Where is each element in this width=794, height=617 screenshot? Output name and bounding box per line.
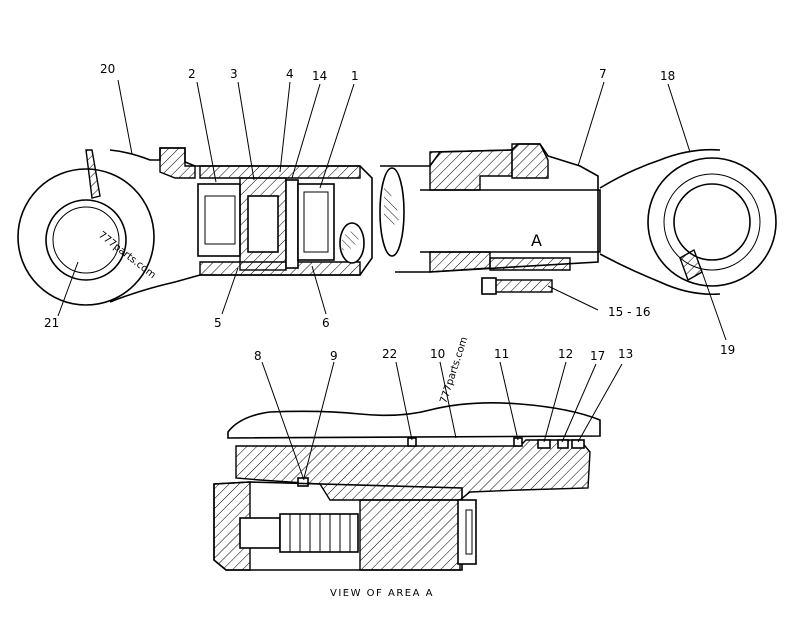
gland-bolt-head [481, 277, 497, 295]
piston-nut-face [204, 195, 236, 245]
detail-bolt-threads [289, 514, 351, 552]
callout-20: 20 [100, 62, 115, 76]
detail-wiper-13 [571, 439, 585, 449]
callout-13: 13 [618, 347, 633, 361]
callout-14: 14 [312, 69, 327, 83]
leader-lines [57, 79, 727, 481]
detail-gland-body [235, 439, 591, 501]
detail-o-ring-9 [297, 477, 309, 487]
eye-bushing-inner [52, 206, 120, 274]
callout-9: 9 [330, 349, 338, 363]
detail-seal-12 [537, 439, 551, 449]
head-eye-outline [17, 168, 155, 306]
piston-seal [285, 179, 299, 269]
area-a-marker: A [531, 231, 542, 250]
wear-ring-inner [303, 191, 329, 253]
callout-8: 8 [254, 349, 262, 363]
head-end-assembly [17, 147, 373, 306]
piston-nut [197, 183, 241, 257]
detail-caption: VIEW OF AREA A [330, 588, 434, 599]
watermark-detail: 777parts.com [438, 336, 470, 405]
callout-4: 4 [286, 67, 294, 81]
callout-17: 17 [590, 349, 605, 363]
callout-21: 21 [44, 316, 59, 330]
detail-flange-section-right [359, 499, 461, 571]
detail-seal-17 [557, 439, 569, 449]
gland-lower [429, 251, 491, 273]
piston-rod [420, 189, 601, 253]
callout-15-16: 15 - 16 [608, 305, 651, 319]
detail-view-area-a [213, 402, 601, 571]
gland-upper [429, 149, 513, 191]
callout-6: 6 [322, 316, 330, 330]
callout-22: 22 [382, 347, 397, 361]
callout-1: 1 [351, 69, 359, 83]
gland-flange-upper [511, 143, 549, 179]
rod-eye-lower [599, 253, 721, 296]
rod-eye-upper [599, 148, 721, 189]
callout-5: 5 [214, 316, 222, 330]
gland-flange-lower [489, 257, 571, 271]
grease-passage-left [85, 149, 101, 199]
callout-19: 19 [720, 343, 735, 357]
callout-18: 18 [660, 69, 675, 83]
detail-bolt-shank-end [239, 517, 281, 549]
rod-end-assembly: A [379, 143, 777, 296]
detail-bolt-thread [279, 513, 359, 553]
detail-bolt-washer [465, 509, 473, 555]
callout-11: 11 [494, 347, 509, 361]
callout-3: 3 [230, 67, 238, 81]
eye-bushing-outer [45, 199, 127, 281]
rod-eye-bore [663, 173, 761, 271]
detail-break-line [227, 402, 601, 439]
callout-7: 7 [599, 67, 607, 81]
head-section-upper [159, 147, 196, 179]
wear-ring [297, 183, 335, 261]
rod-eye-outline [647, 157, 777, 287]
rod-eye-bushing [673, 183, 751, 261]
callouts: 20 2 3 4 14 1 7 18 21 5 6 15 - 16 19 8 9… [44, 62, 735, 363]
callout-2: 2 [188, 67, 196, 81]
piston-bore [247, 195, 279, 253]
callout-12: 12 [558, 347, 573, 361]
callout-10: 10 [430, 347, 445, 361]
